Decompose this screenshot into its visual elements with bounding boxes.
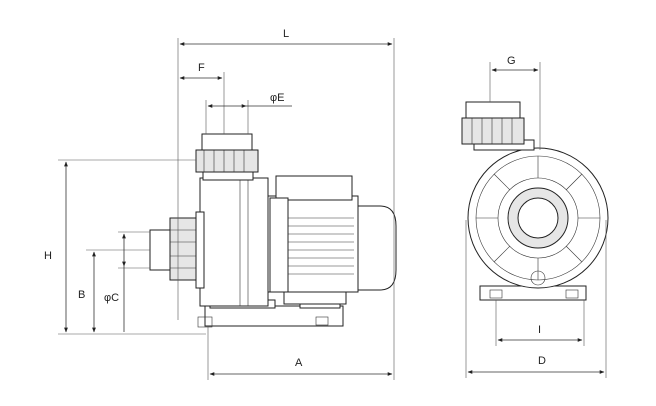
label-I: I [538,324,541,336]
front-view [461,101,609,301]
side-bolt-right [315,316,329,326]
front-bolt-right [565,289,579,299]
side-inlet-flange [195,211,205,289]
side-motor-foot [283,291,347,305]
label-B: B [78,289,85,301]
side-pump-housing [199,177,269,307]
label-F: F [198,62,205,74]
front-drain-plug [530,270,546,286]
side-motor-flange [269,197,289,293]
front-inlet-bore [517,197,559,239]
side-top-union-nut [195,149,259,173]
side-view [149,133,397,328]
side-base [204,305,344,327]
label-E: φE [270,92,284,104]
label-D: D [538,355,546,367]
label-A: A [295,357,303,369]
label-L: L [283,28,289,40]
front-bolt-left [489,289,503,299]
dimension-labels: L F φE G H B φC A I D [44,28,546,369]
label-G: G [507,55,516,67]
front-outlet-pipe [465,101,521,119]
side-fan-cover [357,205,397,291]
dimension-lines [58,38,607,380]
label-H: H [44,250,52,262]
side-top-pipe [201,133,253,151]
label-C: φC [104,292,119,304]
side-bolt-left [197,316,213,328]
front-outlet-union-nut [461,117,525,145]
side-terminal-box [275,175,353,201]
side-inlet-union-nut [169,217,199,281]
